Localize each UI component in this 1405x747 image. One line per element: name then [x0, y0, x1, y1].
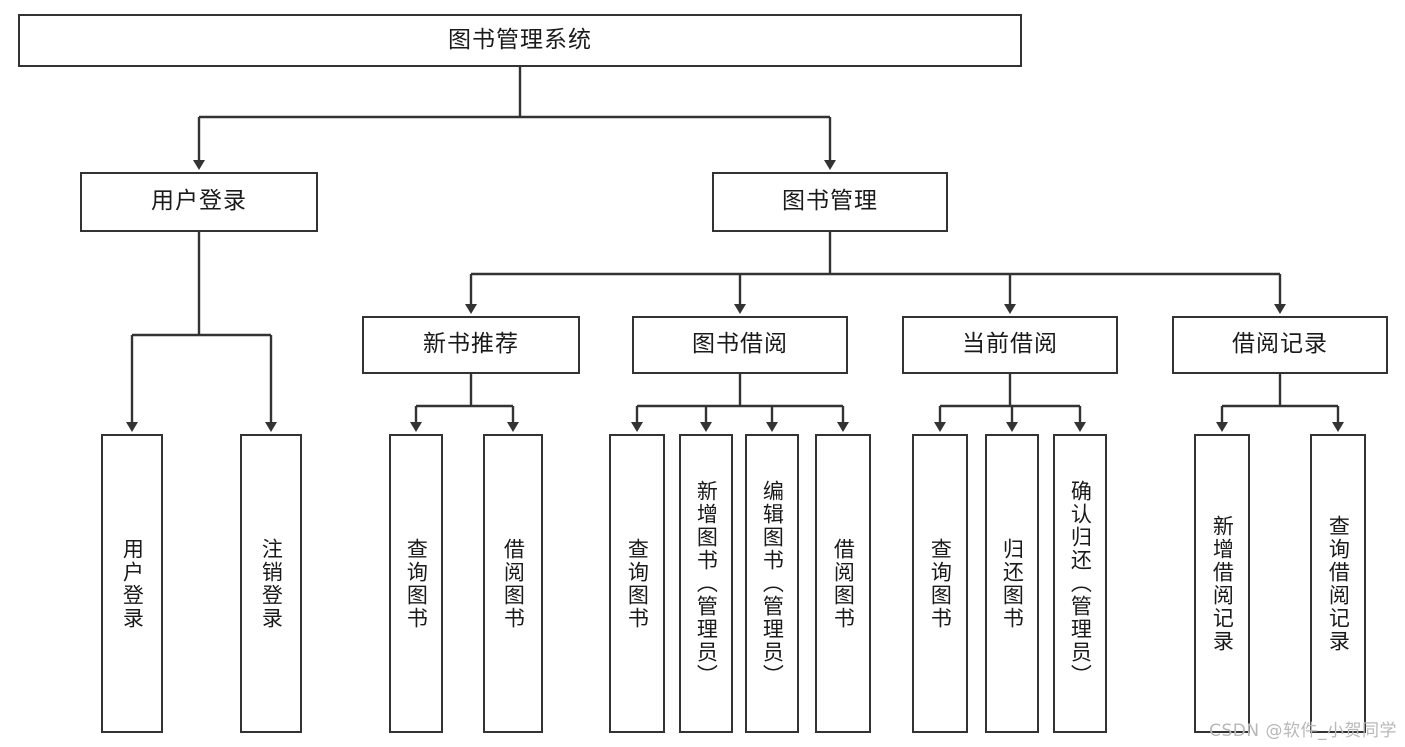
node-leaf-return-book-label: 归还图书: [1000, 537, 1025, 630]
node-leaf-query-record[interactable]: 查询借阅记录: [1310, 434, 1366, 733]
node-leaf-user-login-label: 用户登录: [120, 537, 145, 630]
node-leaf-query-book-3[interactable]: 查询图书: [912, 434, 968, 733]
node-root-label: 图书管理系统: [448, 26, 592, 53]
node-book-borrow-label: 图书借阅: [692, 331, 788, 358]
csdn-watermark: CSDN @软件_小贺同学: [1209, 721, 1397, 741]
node-leaf-borrow-book-1-label: 借阅图书: [501, 537, 526, 630]
node-leaf-query-record-label: 查询借阅记录: [1326, 514, 1351, 653]
node-leaf-user-login[interactable]: 用户登录: [101, 434, 163, 733]
node-leaf-add-book-label: 新增图书（管理员）: [694, 480, 719, 687]
node-book-manage[interactable]: 图书管理: [712, 172, 948, 232]
node-leaf-confirm-return[interactable]: 确认归还（管理员）: [1053, 434, 1107, 733]
node-leaf-query-book-2-label: 查询图书: [625, 537, 650, 630]
node-leaf-borrow-book-2-label: 借阅图书: [831, 537, 856, 630]
node-new-book-rec-label: 新书推荐: [423, 331, 519, 358]
node-leaf-user-logout[interactable]: 注销登录: [240, 434, 302, 733]
node-book-borrow[interactable]: 图书借阅: [632, 316, 848, 374]
node-user-login[interactable]: 用户登录: [80, 172, 318, 232]
node-leaf-add-book[interactable]: 新增图书（管理员）: [679, 434, 733, 733]
node-leaf-query-book-1-label: 查询图书: [404, 537, 429, 630]
node-leaf-add-record-label: 新增借阅记录: [1210, 514, 1235, 653]
node-leaf-add-record[interactable]: 新增借阅记录: [1194, 434, 1250, 733]
node-borrow-record-label: 借阅记录: [1232, 331, 1328, 358]
node-leaf-borrow-book-1[interactable]: 借阅图书: [483, 434, 543, 733]
node-user-login-label: 用户登录: [151, 188, 247, 215]
node-new-book-rec[interactable]: 新书推荐: [362, 316, 580, 374]
node-leaf-borrow-book-2[interactable]: 借阅图书: [815, 434, 871, 733]
node-root[interactable]: 图书管理系统: [18, 14, 1022, 67]
node-leaf-user-logout-label: 注销登录: [259, 537, 284, 630]
node-leaf-query-book-3-label: 查询图书: [928, 537, 953, 630]
node-leaf-query-book-1[interactable]: 查询图书: [389, 434, 443, 733]
node-book-manage-label: 图书管理: [782, 188, 878, 215]
node-leaf-confirm-return-label: 确认归还（管理员）: [1068, 480, 1093, 687]
node-leaf-return-book[interactable]: 归还图书: [985, 434, 1039, 733]
node-leaf-edit-book[interactable]: 编辑图书（管理员）: [745, 434, 799, 733]
node-current-borrow[interactable]: 当前借阅: [902, 316, 1118, 374]
node-leaf-query-book-2[interactable]: 查询图书: [609, 434, 665, 733]
node-current-borrow-label: 当前借阅: [962, 331, 1058, 358]
node-leaf-edit-book-label: 编辑图书（管理员）: [760, 480, 785, 687]
node-borrow-record[interactable]: 借阅记录: [1172, 316, 1388, 374]
